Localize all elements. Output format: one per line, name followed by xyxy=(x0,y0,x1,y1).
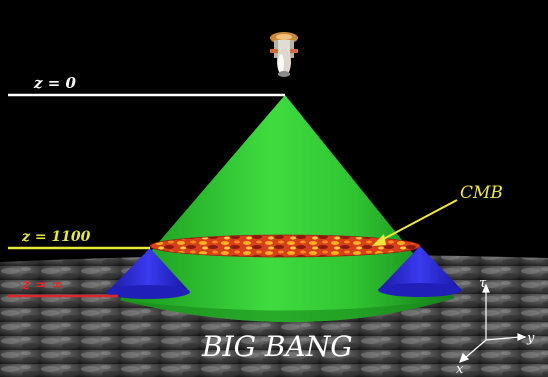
axis-tau-label: τ xyxy=(479,276,487,291)
label-z1100: z = 1100 xyxy=(21,229,91,245)
label-zinf: z = ∞ xyxy=(21,277,63,293)
light-cone xyxy=(120,95,455,323)
label-big-bang: BIG BANG xyxy=(201,330,353,363)
axis-x-label: x xyxy=(456,362,464,377)
cmb-band xyxy=(149,234,421,258)
label-cmb: CMB xyxy=(460,183,503,203)
coordinate-axes xyxy=(458,283,527,364)
axis-y-label: y xyxy=(526,331,535,346)
label-z0: z = 0 xyxy=(33,74,77,92)
cmb-arrow xyxy=(377,199,458,243)
satellite-icon xyxy=(270,32,298,77)
